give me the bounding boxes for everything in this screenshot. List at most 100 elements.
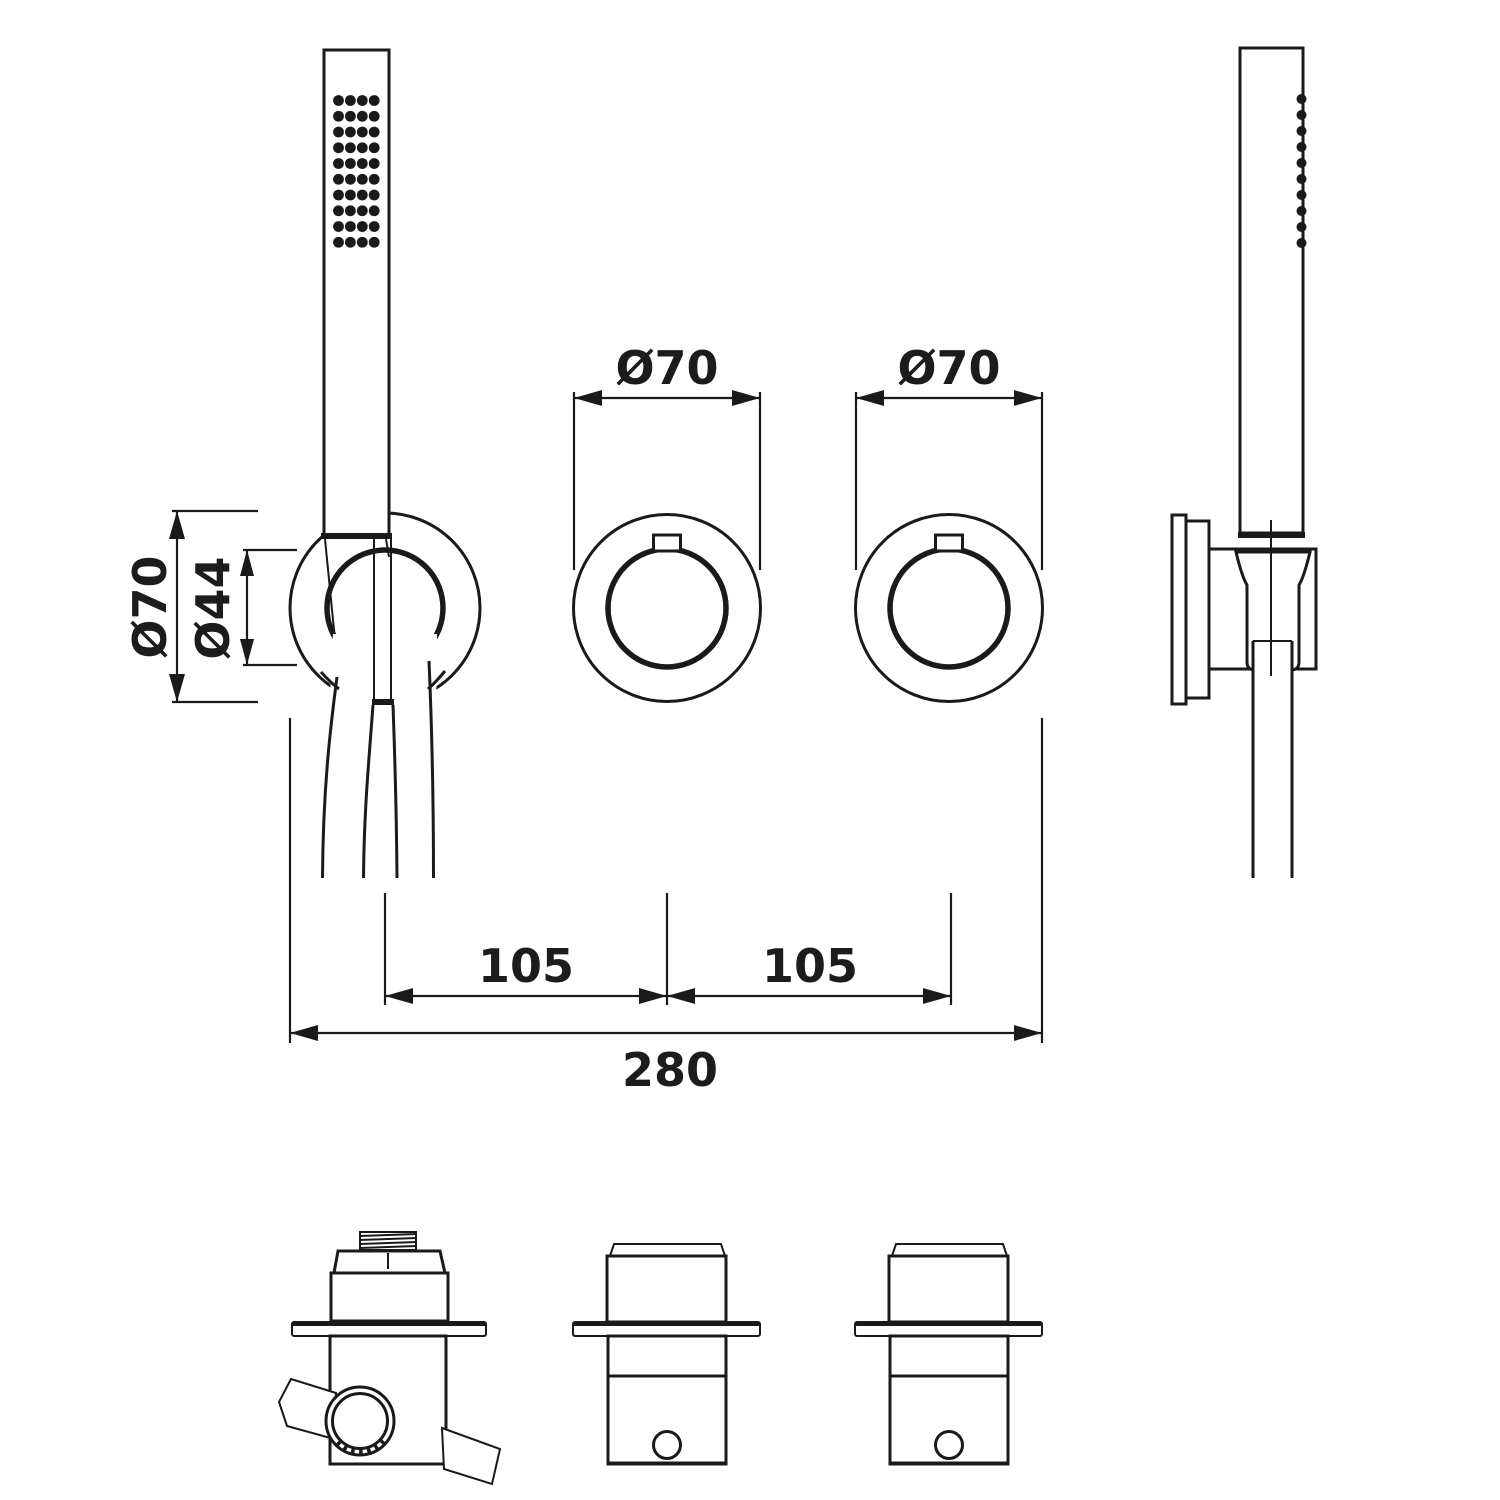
spray-nozzle-dot [333, 142, 344, 154]
right-knob-inner-circle [887, 546, 1011, 670]
arrowhead-right [732, 390, 760, 406]
arrowhead-down [169, 674, 185, 702]
front-view-hand-shower [319, 48, 447, 880]
spray-nozzle-dot [1296, 126, 1307, 136]
spray-nozzle-dot [333, 95, 344, 106]
spray-nozzle-dot [345, 221, 356, 232]
arrowhead-left [667, 988, 695, 1004]
spray-nozzle-dot [1296, 222, 1307, 232]
dim-label-holder-outer: Ø70 [123, 555, 177, 658]
handle-knurl-ticks [334, 1438, 386, 1455]
dim-label-overall-width: 280 [622, 1043, 718, 1097]
arrowhead-up [169, 511, 185, 539]
wall-plate-side [1170, 513, 1188, 706]
knob-set-screw [652, 1430, 682, 1460]
spray-nozzle-dot [368, 236, 380, 248]
dim-label-right-knob: Ø70 [897, 341, 1000, 395]
dim-left-knob-diameter: Ø70 [572, 341, 762, 570]
valve-cap [332, 1249, 447, 1275]
spray-nozzle-dot [333, 236, 344, 248]
dim-label-spacing-right: 105 [762, 939, 858, 993]
spray-nozzle-column-side [1296, 94, 1307, 248]
dim-label-left-knob: Ø70 [615, 341, 718, 395]
connector-cone-right [385, 538, 390, 558]
arrowhead-left [574, 390, 602, 406]
spray-nozzle-dot [356, 95, 368, 106]
spray-nozzle-dot [368, 110, 380, 122]
spray-nozzle-dot [345, 173, 356, 185]
dim-overall-width-280: 280 [288, 718, 1044, 1097]
dim-label-holder-inner: Ø44 [186, 556, 240, 659]
dim-spacing-left-105: 105 [383, 893, 669, 1005]
spray-nozzle-dot [345, 236, 356, 248]
right-knob-index-tab [934, 533, 964, 553]
arrowhead-left [290, 1025, 318, 1041]
spray-nozzle-dot [368, 205, 380, 217]
spray-nozzle-dot [333, 158, 344, 169]
spray-nozzle-dot [345, 110, 356, 122]
diverter-handle-outer [324, 1385, 396, 1457]
dim-holder-inner-diameter: Ø44 [186, 548, 297, 667]
right-knob-outer-circle [854, 513, 1044, 703]
spray-nozzle-dot [345, 142, 356, 154]
spray-nozzle-dot [368, 95, 380, 106]
spray-nozzle-dot [333, 221, 344, 232]
hose-bundle-mask [321, 634, 437, 880]
front-view-right-knob [854, 513, 1044, 703]
threaded-outlet [358, 1231, 418, 1251]
knob-set-screw [934, 1430, 964, 1460]
arrowhead-right [1014, 390, 1042, 406]
arrowhead-right [639, 988, 667, 1004]
spray-nozzle-dot [333, 126, 344, 138]
spray-nozzle-dot [356, 189, 368, 201]
spray-nozzle-dot [1296, 190, 1307, 200]
spray-nozzle-dot [333, 205, 344, 217]
spray-nozzle-dot [356, 205, 368, 217]
spray-nozzle-dot [1296, 174, 1307, 184]
knob-cap [890, 1243, 1009, 1257]
dim-right-knob-diameter: Ø70 [854, 341, 1044, 570]
knob-lower-body [606, 1334, 728, 1466]
knob-upper-body [605, 1254, 728, 1324]
arrowhead-down [240, 639, 254, 665]
spray-nozzle-dot [356, 142, 368, 154]
spray-nozzle-dot [1296, 158, 1307, 168]
spray-nozzle-dot [1296, 142, 1307, 152]
hose-outline-4 [427, 660, 435, 879]
arrowhead-left [385, 988, 413, 1004]
spray-nozzle-dot [1296, 238, 1307, 248]
side-view-hand-shower-assembly [1170, 46, 1318, 880]
spray-nozzle-dot [345, 205, 356, 217]
knob-cap [608, 1243, 727, 1257]
left-knob-index-tab [652, 533, 682, 553]
dim-label-spacing-left: 105 [478, 939, 574, 993]
spray-nozzle-dot [345, 158, 356, 169]
spray-nozzle-dot [1296, 206, 1307, 216]
knob-lower-body [888, 1334, 1010, 1466]
hose-outline-3 [391, 704, 399, 879]
spray-nozzle-dot [333, 110, 344, 122]
spray-nozzle-dot [356, 236, 368, 248]
spray-nozzle-dot [368, 126, 380, 138]
dim-spacing-right-105: 105 [667, 893, 953, 1005]
spray-nozzle-dot [356, 126, 368, 138]
hose-flare-left [319, 670, 340, 691]
knob-upper-body [887, 1254, 1010, 1324]
front-view-left-knob [572, 513, 762, 703]
spray-nozzle-dot [368, 173, 380, 185]
spray-nozzle-dot [1296, 110, 1307, 120]
arrowhead-right [923, 988, 951, 1004]
wall-spacer-side [1184, 519, 1211, 700]
hand-shower-body-side [1238, 46, 1305, 535]
spray-nozzle-grid-front [333, 95, 380, 248]
dim-holder-outer-diameter: Ø70 [123, 509, 258, 704]
bottom-view-left-knob-body [572, 1243, 761, 1466]
spray-nozzle-dot [345, 189, 356, 201]
arrowhead-right [1014, 1025, 1042, 1041]
hose-mask-side [1254, 640, 1291, 880]
spray-nozzle-dot [345, 126, 356, 138]
bottom-view-right-knob-body [854, 1243, 1043, 1466]
spray-nozzle-dot [368, 158, 380, 169]
